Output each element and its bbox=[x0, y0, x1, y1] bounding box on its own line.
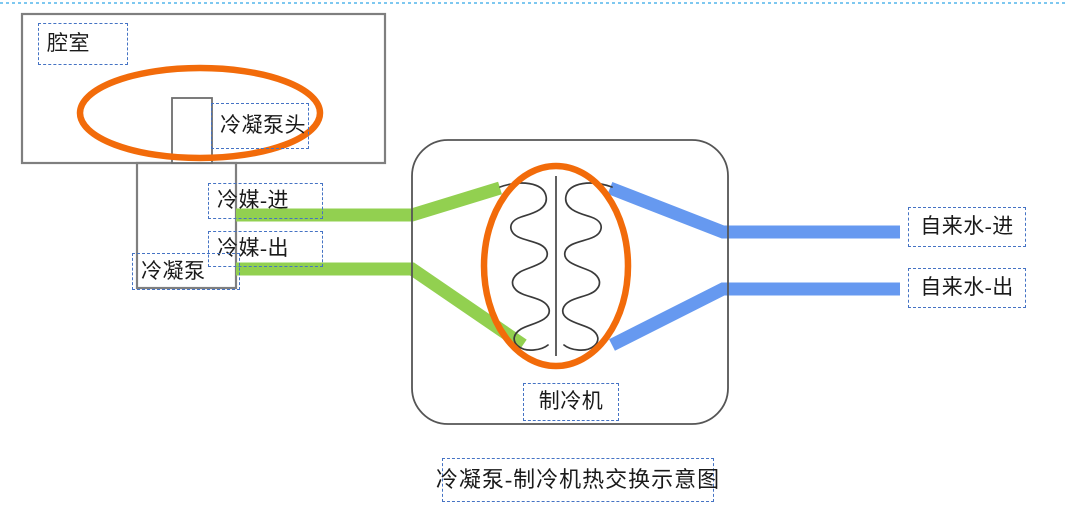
label-pump-head: 冷凝泵头 bbox=[211, 103, 309, 149]
pump-head-shaft bbox=[171, 97, 213, 164]
label-chiller: 制冷机 bbox=[523, 383, 619, 421]
heat-exchanger-highlight-ellipse bbox=[480, 162, 632, 370]
heat-exchanger-coil-right bbox=[562, 182, 613, 351]
heat-exchanger-coil-left bbox=[499, 182, 550, 351]
label-pump-head-text: 冷凝泵头 bbox=[220, 113, 306, 138]
tap-water-out-pipe bbox=[609, 282, 900, 351]
chiller-box bbox=[411, 139, 729, 425]
label-tap-water-out-text: 自来水-出 bbox=[920, 275, 1014, 300]
label-condensate-pump: 冷凝泵 bbox=[132, 253, 240, 290]
label-refrigerant-in: 冷媒-进 bbox=[208, 183, 323, 219]
diagram-caption-text: 冷凝泵-制冷机热交换示意图 bbox=[435, 466, 721, 492]
tap-water-in-pipe bbox=[607, 181, 900, 239]
refrigerant-out-pipe bbox=[236, 262, 527, 351]
diagram-caption: 冷凝泵-制冷机热交换示意图 bbox=[436, 458, 719, 502]
label-tap-water-out: 自来水-出 bbox=[908, 268, 1026, 308]
label-chamber: 腔室 bbox=[38, 23, 128, 65]
label-tap-water-in-text: 自来水-进 bbox=[920, 214, 1014, 239]
pump-head-highlight-ellipse bbox=[76, 64, 324, 162]
label-refrigerant-out-text: 冷媒-出 bbox=[217, 236, 289, 261]
label-chamber-text: 腔室 bbox=[47, 31, 90, 56]
label-refrigerant-out: 冷媒-出 bbox=[208, 231, 323, 267]
label-condensate-pump-text: 冷凝泵 bbox=[141, 258, 206, 283]
label-tap-water-in: 自来水-进 bbox=[908, 207, 1026, 247]
label-refrigerant-in-text: 冷媒-进 bbox=[217, 188, 289, 213]
label-chiller-text: 制冷机 bbox=[538, 389, 604, 414]
